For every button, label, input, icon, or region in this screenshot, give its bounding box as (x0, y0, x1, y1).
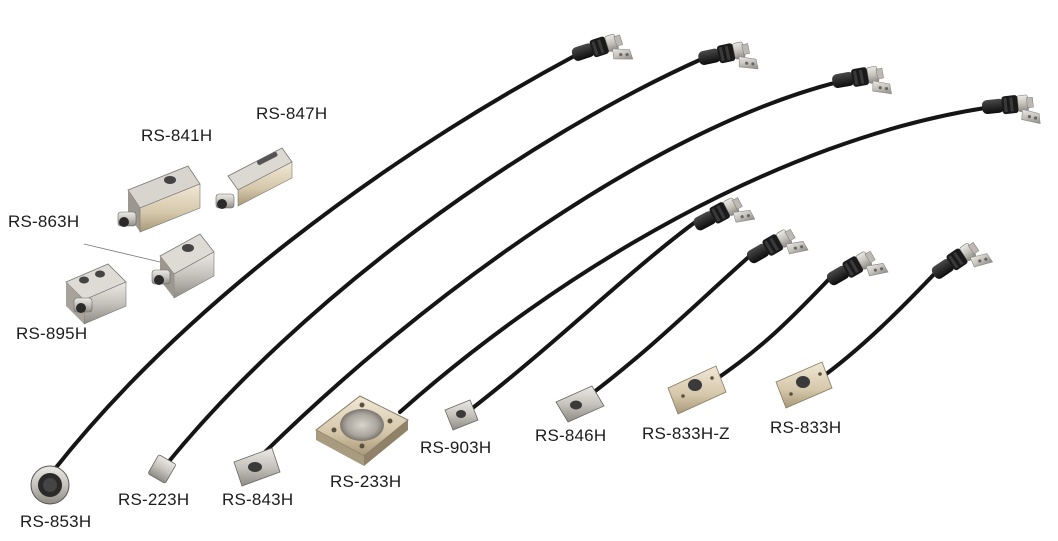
sensor-rs-223h (148, 454, 176, 484)
label-rs-843h: RS-843H (222, 490, 294, 509)
label-rs-895h: RS-895H (16, 324, 88, 343)
sensor-rs-233h (315, 395, 409, 466)
label-rs-833h: RS-833H (770, 418, 842, 437)
sensor-rs-843h (233, 447, 281, 487)
leader-line (83, 243, 161, 263)
sensor-rs-833h-z (667, 365, 727, 415)
sensor-rs-853h (30, 465, 70, 505)
label-rs-233h: RS-233H (330, 472, 402, 491)
label-rs-847h: RS-847H (256, 104, 328, 123)
label-rs-841h: RS-841H (141, 126, 213, 145)
label-rs-903h: RS-903H (420, 438, 492, 457)
label-rs-846h: RS-846H (535, 426, 607, 445)
sensor-rs-833h (775, 361, 833, 409)
sensor-rs-863h (83, 233, 215, 299)
sensor-rs-847h (215, 147, 293, 209)
label-rs-223h: RS-223H (118, 490, 190, 509)
cables (52, 52, 987, 472)
sensor-rs-846h (555, 385, 605, 423)
label-rs-833h-z: RS-833H-Z (642, 424, 730, 443)
sensor-rs-903h (444, 399, 479, 431)
label-rs-863h: RS-863H (8, 212, 80, 231)
sensor-rs-841h (117, 165, 201, 233)
label-rs-853h: RS-853H (20, 512, 92, 531)
sensor-rs-895h (65, 263, 127, 325)
